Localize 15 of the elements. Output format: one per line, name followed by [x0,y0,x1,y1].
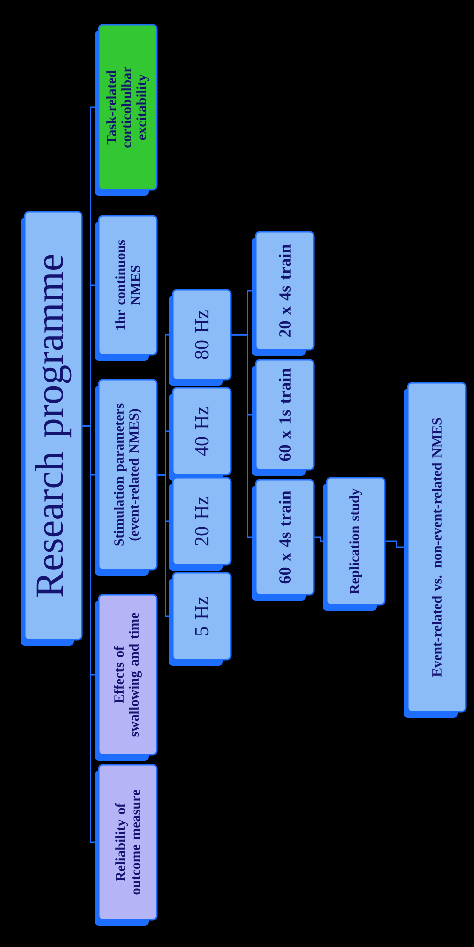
frequency-box: 40 Hz [169,387,232,481]
frequency-box: 5 Hz [169,572,232,666]
study-box: Event-related vs. non-event-related NMES [404,382,467,718]
frequency-box: 80 Hz [169,289,232,386]
topic-box: Stimulation parameters (event-related NMES) [95,379,158,576]
train-box: 20 x 4s train [252,231,315,356]
topic-box: Reliability of outcome measure [95,764,158,926]
topic-box: 1hr continuous NMES [95,215,158,361]
train-box: 60 x 4s train [252,479,315,601]
topic-box: Task-related corticobulbar excitability [95,24,158,196]
title-box: Research programme [21,211,83,646]
topic-box: Effects of swallowing and time [95,594,158,761]
frequency-box: 20 Hz [169,477,232,571]
study-box: Replication study [323,477,386,611]
train-box: 60 x 1s train [252,359,315,476]
